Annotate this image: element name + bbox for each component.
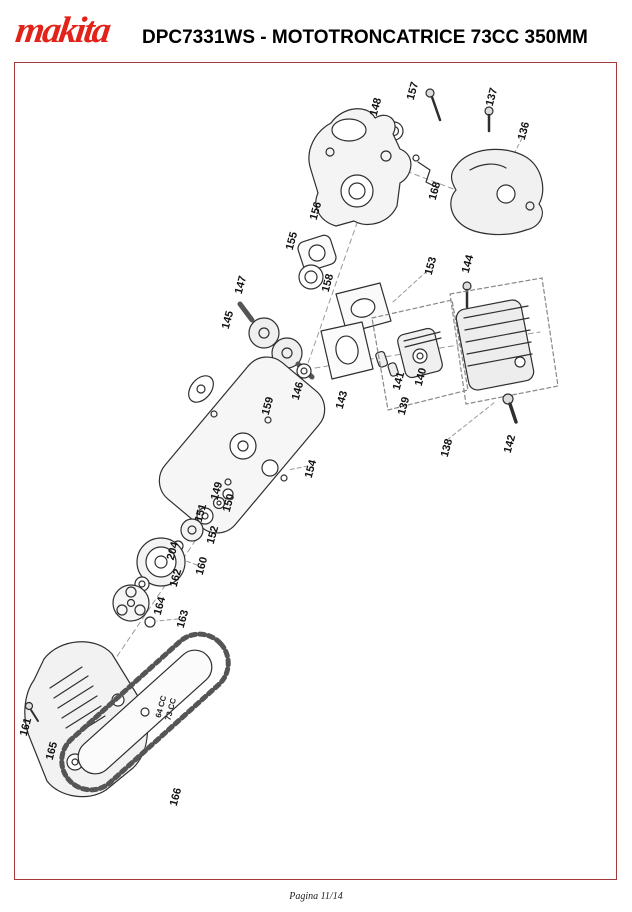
part-label-166: 166 — [167, 786, 185, 808]
part-label-142: 142 — [501, 433, 519, 455]
part-label-161: 161 — [17, 716, 35, 738]
part-label-148: 148 — [367, 96, 385, 118]
part-label-156: 156 — [307, 200, 325, 222]
part-label-204: 204 — [164, 540, 182, 562]
part-label-137: 137 — [483, 86, 501, 108]
part-label-138: 138 — [438, 437, 456, 459]
part-label-150: 150 — [220, 492, 238, 514]
part-label-147: 147 — [232, 274, 250, 296]
part-label-146: 146 — [289, 380, 307, 402]
part-label-162: 162 — [167, 567, 185, 589]
part-label-149: 149 — [208, 480, 226, 502]
part-label-152: 152 — [204, 524, 222, 546]
part-label-164: 164 — [151, 595, 169, 617]
page-number: Pagina 11/14 — [289, 891, 343, 902]
part-label-139: 139 — [395, 395, 413, 417]
part-label-154: 154 — [302, 458, 320, 480]
page-title: DPC7331WS - MOTOTRONCATRICE 73CC 350MM — [142, 27, 588, 48]
part-label-151: 151 — [192, 502, 210, 524]
part-label-153: 153 — [422, 255, 440, 277]
part-label-144: 144 — [459, 253, 477, 275]
part-label-160: 160 — [193, 555, 211, 577]
bar-cc-marking: 64 CC 73 CC — [153, 694, 178, 722]
part-label-141: 141 — [390, 370, 408, 392]
part-label-143: 143 — [333, 389, 351, 411]
part-label-159: 159 — [259, 395, 277, 417]
part-label-136: 136 — [515, 120, 533, 142]
part-label-168: 168 — [426, 180, 444, 202]
part-label-155: 155 — [283, 230, 301, 252]
part-label-163: 163 — [174, 608, 192, 630]
part-label-165: 165 — [43, 740, 61, 762]
part-label-157: 157 — [404, 80, 422, 102]
part-label-145: 145 — [219, 309, 237, 331]
part-label-158: 158 — [319, 272, 337, 294]
part-label-140: 140 — [412, 366, 430, 388]
